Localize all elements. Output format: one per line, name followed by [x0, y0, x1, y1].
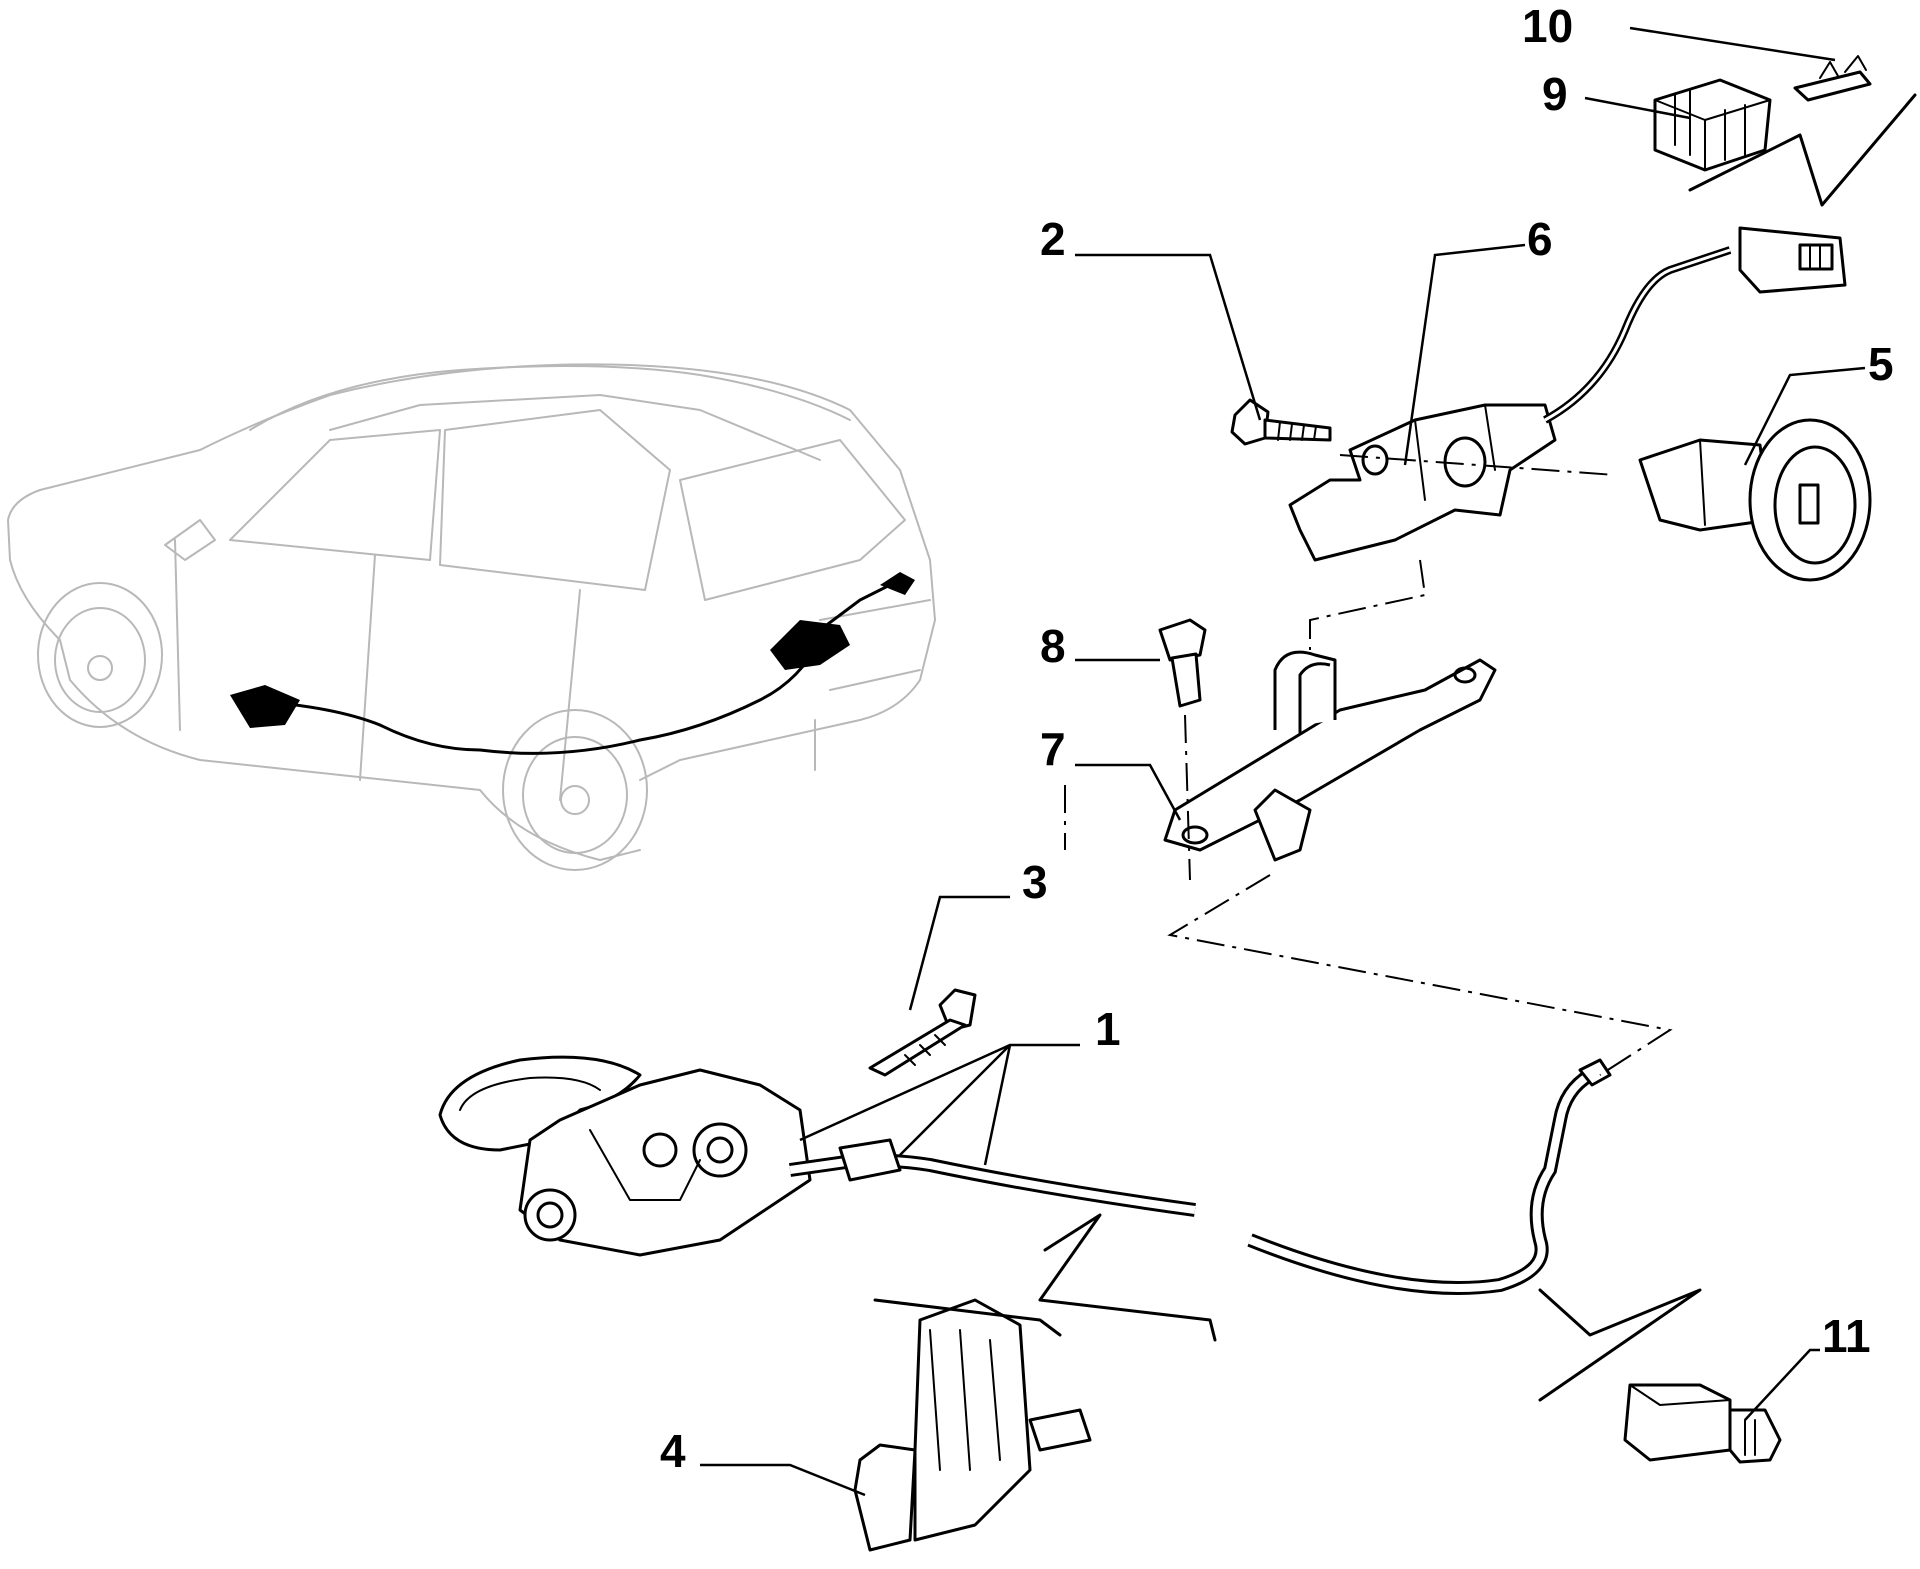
- callout-1: 1: [1095, 1003, 1121, 1055]
- leader-5: [1743, 366, 1866, 466]
- callout-5: 5: [1868, 338, 1894, 390]
- part-11-clip: [1623, 1383, 1782, 1464]
- callout-2: 2: [1040, 213, 1066, 265]
- part-4-clip: [853, 1298, 1092, 1552]
- part-3-bolt: [868, 988, 977, 1077]
- leader-1c: [983, 1044, 1012, 1166]
- leader-6: [1403, 243, 1526, 466]
- callout-3: 3: [1022, 856, 1048, 908]
- axis-line-screw: [1184, 714, 1191, 881]
- callout-10: 10: [1522, 0, 1573, 52]
- leader-11: [1744, 1348, 1820, 1421]
- part-9-block: [1653, 78, 1772, 172]
- car-illustration: [7, 363, 936, 871]
- break-line-bottom-left-2: [1038, 1213, 1217, 1342]
- leader-1b: [899, 1044, 1011, 1156]
- callout-9: 9: [1542, 68, 1568, 120]
- callout-4: 4: [660, 1425, 686, 1477]
- part-5-lock-cylinder: [1638, 418, 1872, 582]
- leader-1: [799, 1043, 1080, 1142]
- leader-4: [700, 1463, 866, 1497]
- part-8-screw: [1158, 618, 1207, 708]
- leader-9: [1584, 96, 1691, 120]
- part-7-plate: [1163, 650, 1497, 862]
- callout-11: 11: [1822, 1310, 1871, 1362]
- part-1-lever-assembly: [438, 1055, 1612, 1295]
- leader-7: [1075, 763, 1182, 821]
- axis-line-bracket: [1309, 559, 1427, 650]
- axis-line-lock: [1339, 454, 1616, 476]
- leader-2: [1075, 253, 1262, 421]
- leader-10: [1629, 26, 1836, 62]
- break-line-bottom-left: [873, 1298, 1062, 1337]
- leader-3: [908, 895, 1010, 1011]
- break-line-top: [1688, 93, 1917, 207]
- part-10-clip: [1793, 55, 1872, 102]
- callout-8: 8: [1040, 620, 1066, 672]
- break-line-bottom-right: [1538, 1288, 1702, 1402]
- callout-7: 7: [1040, 723, 1066, 775]
- part-2-bolt: [1230, 398, 1332, 446]
- part-6-bracket: [1288, 226, 1847, 562]
- callout-6: 6: [1527, 213, 1553, 265]
- axis-line-cable: [1167, 874, 1673, 1076]
